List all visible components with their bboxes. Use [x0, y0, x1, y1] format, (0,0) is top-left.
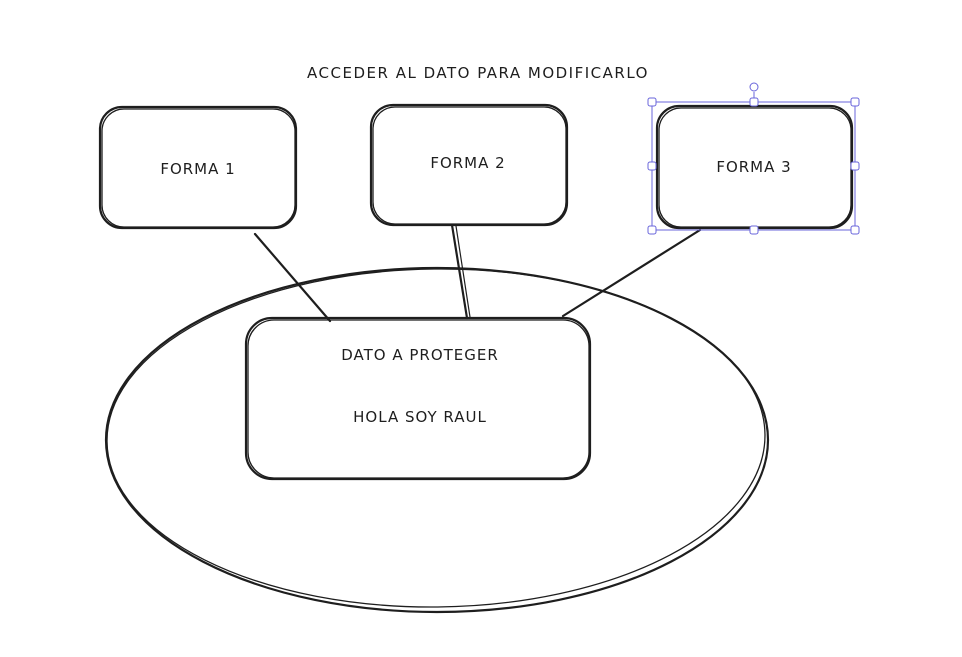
- data-box-title: DATO A PROTEGER: [341, 346, 499, 364]
- connector-forma-1[interactable]: [253, 232, 332, 323]
- selection-frame: [647, 82, 860, 235]
- connections: [253, 223, 702, 323]
- resize-handle-w[interactable]: [647, 161, 657, 171]
- data-box-value: HOLA SOY RAUL: [353, 408, 487, 426]
- resize-handle-s[interactable]: [749, 225, 759, 235]
- connector-forma-2[interactable]: [450, 223, 469, 320]
- shape-label: FORMA 2: [430, 154, 505, 172]
- rotate-handle[interactable]: [749, 82, 759, 92]
- shape-label: FORMA 1: [160, 160, 235, 178]
- resize-handle-nw[interactable]: [647, 97, 657, 107]
- data-box[interactable]: DATO A PROTEGER HOLA SOY RAUL: [244, 316, 592, 481]
- resize-handle-se[interactable]: [850, 225, 860, 235]
- encapsulation-ellipse[interactable]: [104, 266, 770, 614]
- shape-label: FORMA 3: [716, 158, 791, 176]
- connector-forma-3[interactable]: [561, 228, 702, 318]
- resize-handle-ne[interactable]: [850, 97, 860, 107]
- resize-handle-n[interactable]: [749, 97, 759, 107]
- shape-forma-3[interactable]: FORMA 3: [655, 104, 854, 230]
- shape-forma-2[interactable]: FORMA 2: [369, 103, 569, 227]
- diagram-title[interactable]: ACCEDER AL DATO PARA MODIFICARLO: [307, 64, 649, 82]
- shape-forma-1[interactable]: FORMA 1: [98, 105, 298, 230]
- resize-handle-sw[interactable]: [647, 225, 657, 235]
- resize-handle-e[interactable]: [850, 161, 860, 171]
